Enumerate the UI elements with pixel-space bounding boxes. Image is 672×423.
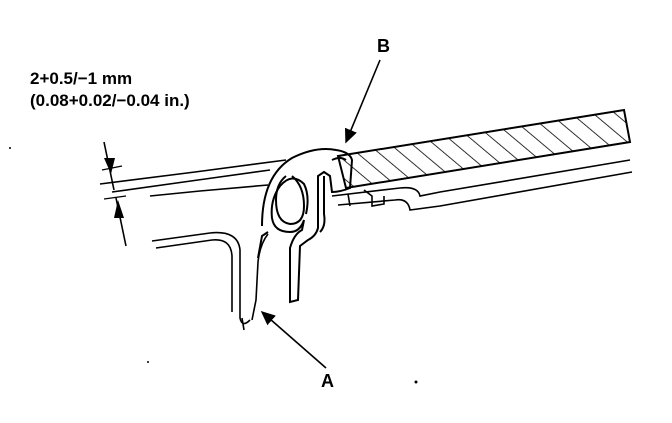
callout-a-label: A — [321, 371, 334, 391]
callout-b-label: B — [377, 36, 390, 56]
leader-a — [260, 310, 327, 369]
scan-specks — [9, 147, 418, 384]
windshield-molding — [257, 148, 354, 304]
dimension-imperial-label: (0.08+0.02/−0.04 in.) — [30, 91, 190, 110]
roof-flange — [331, 159, 633, 211]
windshield-glass — [336, 108, 632, 190]
dimension-metric-label: 2+0.5/−1 mm — [30, 69, 133, 88]
body-panel — [99, 159, 287, 331]
dimension-indicator — [101, 141, 127, 247]
leader-b — [344, 59, 381, 144]
